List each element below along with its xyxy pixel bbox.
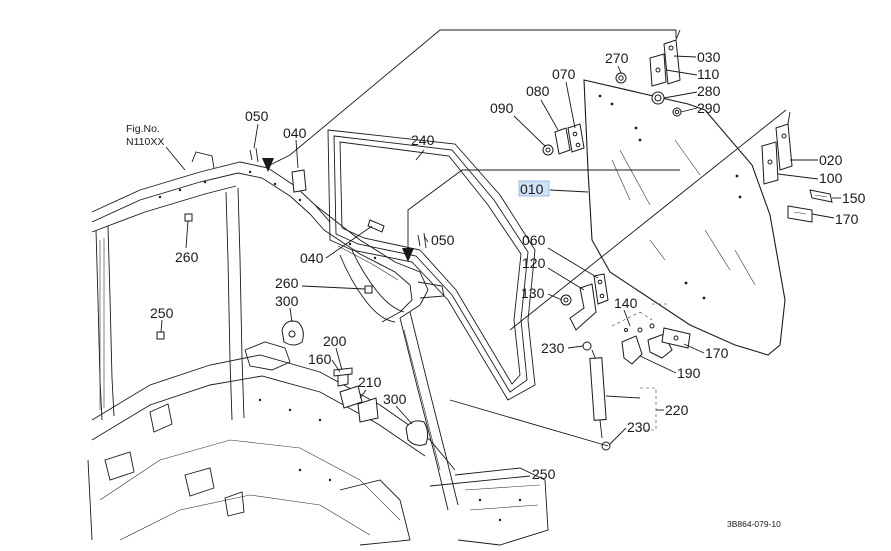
bracket-170-upper	[787, 205, 813, 223]
label-210[interactable]: 210	[358, 374, 382, 390]
highlight-010	[518, 180, 550, 197]
drawing-code: 3B864-079-10	[727, 519, 781, 529]
label-220[interactable]: 220	[665, 402, 689, 418]
label-040-lower[interactable]: 040	[300, 250, 324, 266]
clip-050-lower	[417, 232, 427, 249]
pin-040-lower	[367, 219, 385, 233]
label-170-lower[interactable]: 170	[705, 345, 729, 361]
label-080[interactable]: 080	[526, 83, 550, 99]
label-260-upper[interactable]: 260	[175, 249, 199, 265]
nut-090	[542, 144, 554, 156]
label-120[interactable]: 120	[522, 255, 546, 271]
label-250-upper[interactable]: 250	[150, 305, 174, 321]
label-140[interactable]: 140	[614, 295, 638, 311]
upper-hinge	[649, 29, 681, 87]
label-050-upper[interactable]: 050	[245, 108, 269, 124]
gas-strut-220	[582, 341, 611, 451]
label-040-upper[interactable]: 040	[283, 125, 307, 141]
label-020[interactable]: 020	[819, 152, 843, 168]
latch-060-120	[569, 273, 609, 331]
nut-290	[672, 107, 682, 117]
part-labels: Fig.No. N110XX 010 020 030 040 040 050 0…	[126, 49, 866, 529]
label-250-lower[interactable]: 250	[532, 466, 556, 482]
knob-300-lower	[405, 420, 429, 446]
label-050-lower[interactable]: 050	[431, 232, 455, 248]
label-260-lower[interactable]: 260	[275, 275, 299, 291]
label-010[interactable]: 010	[520, 181, 544, 197]
label-230-lower[interactable]: 230	[627, 419, 651, 435]
arrowheads	[262, 158, 414, 262]
cab-frame	[87, 151, 549, 546]
label-070[interactable]: 070	[552, 66, 576, 82]
label-110[interactable]: 110	[697, 66, 720, 82]
hinge-bushing-280	[651, 91, 665, 105]
right-hinge	[761, 111, 793, 185]
door-glass-010	[583, 79, 786, 356]
label-100[interactable]: 100	[819, 170, 843, 186]
label-300-lower[interactable]: 300	[383, 391, 407, 407]
label-240[interactable]: 240	[411, 132, 435, 148]
bracket-170-lower	[661, 327, 691, 349]
knob-300-upper	[281, 320, 304, 346]
latch-plate-150	[809, 189, 833, 203]
pin-040-upper	[291, 169, 307, 193]
bolt-200	[333, 367, 353, 387]
frame-rivets	[158, 170, 522, 522]
label-230-upper[interactable]: 230	[541, 340, 565, 356]
plate-070	[567, 123, 585, 153]
label-090[interactable]: 090	[490, 100, 514, 116]
label-200[interactable]: 200	[323, 333, 347, 349]
label-190[interactable]: 190	[677, 365, 701, 381]
cap-270	[615, 72, 627, 84]
fig-no-line1: Fig.No.	[126, 123, 160, 135]
label-130[interactable]: 130	[521, 285, 545, 301]
clip-050-upper	[249, 147, 259, 163]
label-290[interactable]: 290	[697, 100, 721, 116]
label-030[interactable]: 030	[697, 49, 721, 65]
bracket-210	[339, 385, 379, 423]
label-160[interactable]: 160	[308, 351, 332, 367]
nut-130	[560, 294, 572, 306]
latch-group-140	[611, 311, 673, 365]
plate-080	[554, 127, 571, 155]
label-150[interactable]: 150	[842, 190, 866, 206]
label-170-upper[interactable]: 170	[835, 211, 859, 227]
label-060[interactable]: 060	[522, 232, 546, 248]
fig-no-line2: N110XX	[126, 136, 164, 148]
label-300-upper[interactable]: 300	[275, 293, 299, 309]
label-280[interactable]: 280	[697, 83, 721, 99]
label-270[interactable]: 270	[605, 50, 629, 66]
leader-lines	[160, 29, 841, 487]
window-seal-240	[327, 129, 536, 401]
glass-holes	[598, 94, 742, 300]
